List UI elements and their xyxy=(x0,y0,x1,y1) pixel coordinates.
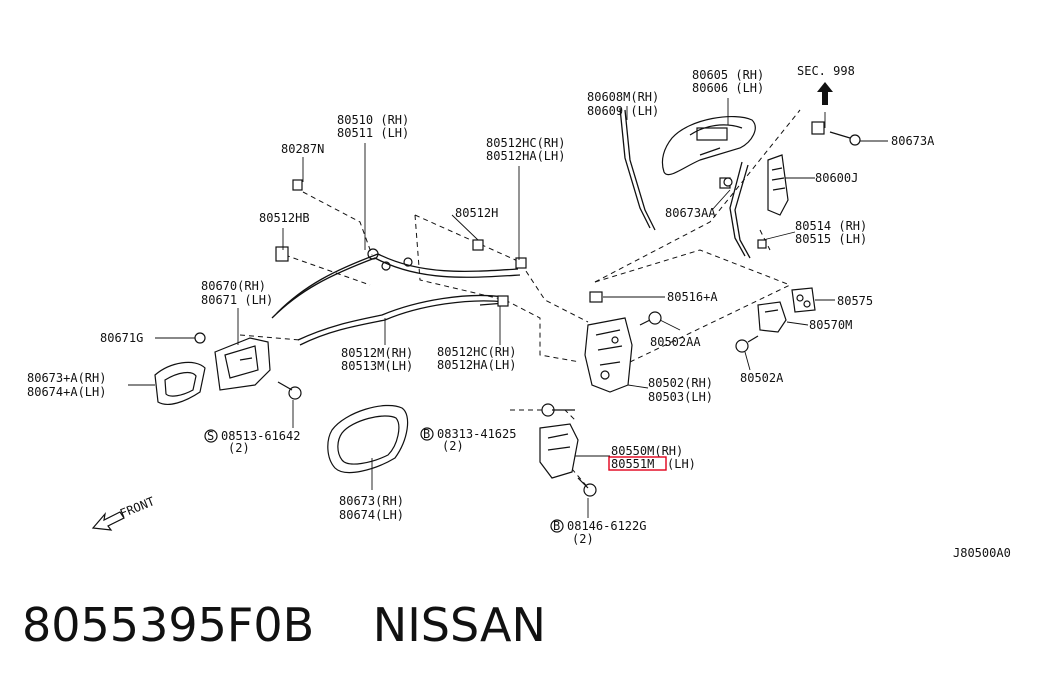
label-highlighted: 80551M xyxy=(611,457,654,471)
label: 80670(RH) xyxy=(201,279,266,293)
outside-handle-80605 xyxy=(661,115,756,176)
label: 80502A xyxy=(740,371,784,385)
bolts-and-screws xyxy=(194,131,861,497)
label: 80600J xyxy=(815,171,858,185)
label: 80514 (RH) xyxy=(795,219,867,233)
label: (LH) xyxy=(667,457,696,471)
exploded-parts-diagram: 80605 (RH) 80606 (LH) SEC. 998 80608M(RH… xyxy=(27,64,1011,560)
label: 80515 (LH) xyxy=(795,232,867,246)
label: 80502(RH) xyxy=(648,376,713,390)
label: 80674(LH) xyxy=(339,508,404,522)
diagram-code: J80500A0 xyxy=(953,546,1011,560)
door-lock-actuator-80502 xyxy=(584,317,633,393)
label: 80512HB xyxy=(259,211,310,225)
marker-letter: B xyxy=(423,427,430,441)
label: 80673+A(RH) xyxy=(27,371,106,385)
label: (2) xyxy=(228,441,250,455)
marker-b-circle xyxy=(550,519,564,533)
marker-letter: B xyxy=(553,519,560,533)
label: 80605 (RH) xyxy=(692,68,764,82)
striker-80570m xyxy=(757,301,787,333)
label: 80287N xyxy=(281,142,324,156)
label: 80674+A(LH) xyxy=(27,385,106,399)
label: 80512HC(RH) xyxy=(486,136,565,150)
label: 80512HC(RH) xyxy=(437,345,516,359)
inside-handle-80670 xyxy=(214,337,271,391)
label: 80511 (LH) xyxy=(337,126,409,140)
rod-holders-and-clips xyxy=(275,121,825,307)
label: 80671 (LH) xyxy=(201,293,273,307)
label: 80673(RH) xyxy=(339,494,404,508)
shim-80575 xyxy=(791,287,816,313)
label: 80512HA(LH) xyxy=(486,149,565,163)
label: 80502AA xyxy=(650,335,701,349)
label: 08513-61642 xyxy=(221,429,300,443)
part-number-footer: 8055395F0B NISSAN xyxy=(22,598,546,658)
label: 80550M(RH) xyxy=(611,444,683,458)
label: 80673AA xyxy=(665,206,716,220)
label: 80513M(LH) xyxy=(341,359,413,373)
label: 80503(LH) xyxy=(648,390,713,404)
marker-letter: S xyxy=(207,429,214,443)
label: 08313-41625 xyxy=(437,427,516,441)
outside-handle-escutcheon-80673 xyxy=(327,404,409,474)
leader-lines xyxy=(128,98,888,518)
marker-s-circle xyxy=(204,429,218,443)
label: 80609 (LH) xyxy=(587,104,659,118)
label: (2) xyxy=(442,439,464,453)
front-direction-arrow-icon xyxy=(91,511,125,531)
label: 80516+A xyxy=(667,290,718,304)
label: 80512HA(LH) xyxy=(437,358,516,372)
door-lock-switch-80550m xyxy=(539,423,579,479)
cables-and-rods xyxy=(271,107,751,346)
brand-name: NISSAN xyxy=(372,598,546,652)
part-number: 8055395F0B xyxy=(22,598,315,652)
label: 80608M(RH) xyxy=(587,90,659,104)
label: 80673A xyxy=(891,134,935,148)
label: 08146-6122G xyxy=(567,519,646,533)
label: 80510 (RH) xyxy=(337,113,409,127)
part-labels: 80605 (RH) 80606 (LH) SEC. 998 80608M(RH… xyxy=(27,64,1011,560)
marker-b-circle xyxy=(420,427,434,441)
highlight-box xyxy=(608,456,667,471)
inside-handle-escutcheon-80673-a xyxy=(154,361,206,405)
lock-cylinder-80600j xyxy=(767,154,789,216)
label: 80512H xyxy=(455,206,498,220)
section-arrow-icon xyxy=(817,82,833,105)
label: 80570M xyxy=(809,318,852,332)
assembly-guide-lines xyxy=(239,109,801,491)
label: (2) xyxy=(572,532,594,546)
label: 80575 xyxy=(837,294,873,308)
label: SEC. 998 xyxy=(797,64,855,78)
label: 80512M(RH) xyxy=(341,346,413,360)
label: 80671G xyxy=(100,331,143,345)
label: 80606 (LH) xyxy=(692,81,764,95)
front-label: FRONT xyxy=(118,494,157,521)
